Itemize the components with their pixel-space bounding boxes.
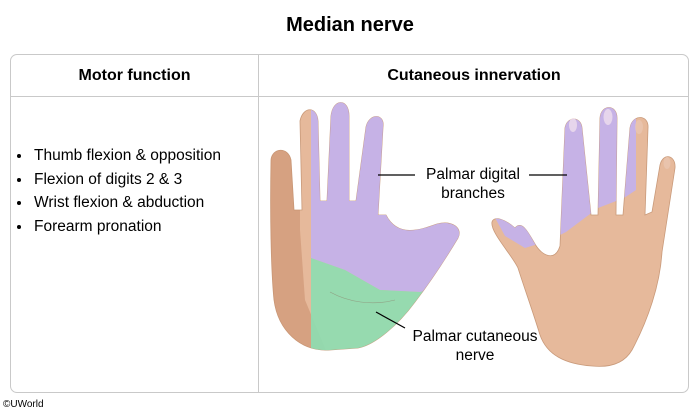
palmar-cutaneous-label-line1: Palmar cutaneous	[412, 328, 538, 345]
column-divider	[258, 55, 259, 392]
fingernail	[635, 120, 643, 134]
motor-function-item: Wrist flexion & abduction	[32, 191, 221, 215]
palmar-cutaneous-nerve-label: Palmar cutaneous nerve	[401, 327, 549, 365]
cutaneous-innervation-header: Cutaneous innervation	[387, 67, 561, 84]
fingernail	[603, 109, 613, 125]
motor-function-item: Thumb flexion & opposition	[32, 144, 221, 168]
palmar-cutaneous-leader	[375, 311, 406, 329]
palm-crease	[329, 291, 396, 304]
palmar-digital-label-line1: Palmar digital	[426, 166, 520, 183]
info-table: Motor function Cutaneous innervation	[10, 54, 689, 393]
palmar-digital-branches-label: Palmar digital branches	[418, 165, 528, 203]
diagram-title: Median nerve	[286, 14, 414, 36]
motor-function-item: Flexion of digits 2 & 3	[32, 168, 221, 192]
palmar-digital-label-line2: branches	[441, 185, 505, 202]
palm-hand-shading	[270, 140, 330, 351]
table-header-row	[11, 55, 688, 97]
fingernail	[663, 157, 671, 169]
fingernail	[569, 118, 577, 132]
palmar-cutaneous-label-line2: nerve	[455, 347, 495, 364]
copyright-text: ©UWorld	[3, 399, 44, 410]
motor-function-list: Thumb flexion & opposition Flexion of di…	[8, 144, 221, 238]
motor-function-item: Forearm pronation	[32, 215, 221, 239]
motor-function-header: Motor function	[78, 67, 191, 84]
